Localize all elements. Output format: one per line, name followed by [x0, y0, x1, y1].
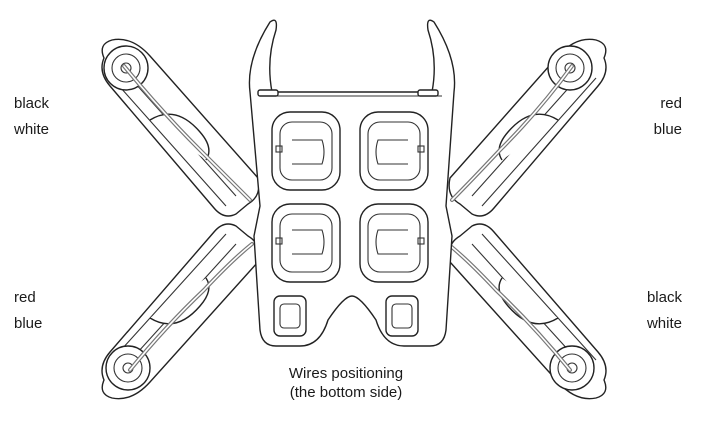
arm-bottom-right — [446, 223, 607, 400]
wire-color-label: white — [646, 315, 682, 332]
label-bottom-right: black white — [647, 285, 682, 337]
caption-line-1: Wires positioning — [288, 365, 404, 382]
pad-mid-left — [271, 203, 341, 283]
label-bottom-left: red blue — [14, 285, 42, 337]
frame-body — [248, 19, 456, 347]
wire-color-label: black — [14, 95, 50, 112]
pad-top-right — [359, 111, 429, 191]
wire-color-label: black — [646, 289, 682, 306]
label-top-left: black white — [14, 91, 49, 143]
pad-mid-right — [359, 203, 429, 283]
wire-color-label: blue — [14, 315, 43, 332]
pad-bottom-left — [273, 295, 307, 337]
label-top-right: red blue — [654, 91, 682, 143]
pad-top-left — [271, 111, 341, 191]
arm-top-left — [101, 38, 260, 217]
diagram-caption: Wires positioning (the bottom side) — [246, 364, 446, 402]
wire-color-label: red — [14, 289, 36, 306]
wire-color-label: blue — [653, 121, 682, 138]
pad-bottom-right — [385, 295, 419, 337]
arm-top-right — [448, 38, 607, 217]
arm-bottom-left — [101, 223, 260, 400]
wire-color-label: red — [660, 95, 682, 112]
wire-color-label: white — [14, 121, 50, 138]
caption-line-2: (the bottom side) — [289, 384, 403, 401]
